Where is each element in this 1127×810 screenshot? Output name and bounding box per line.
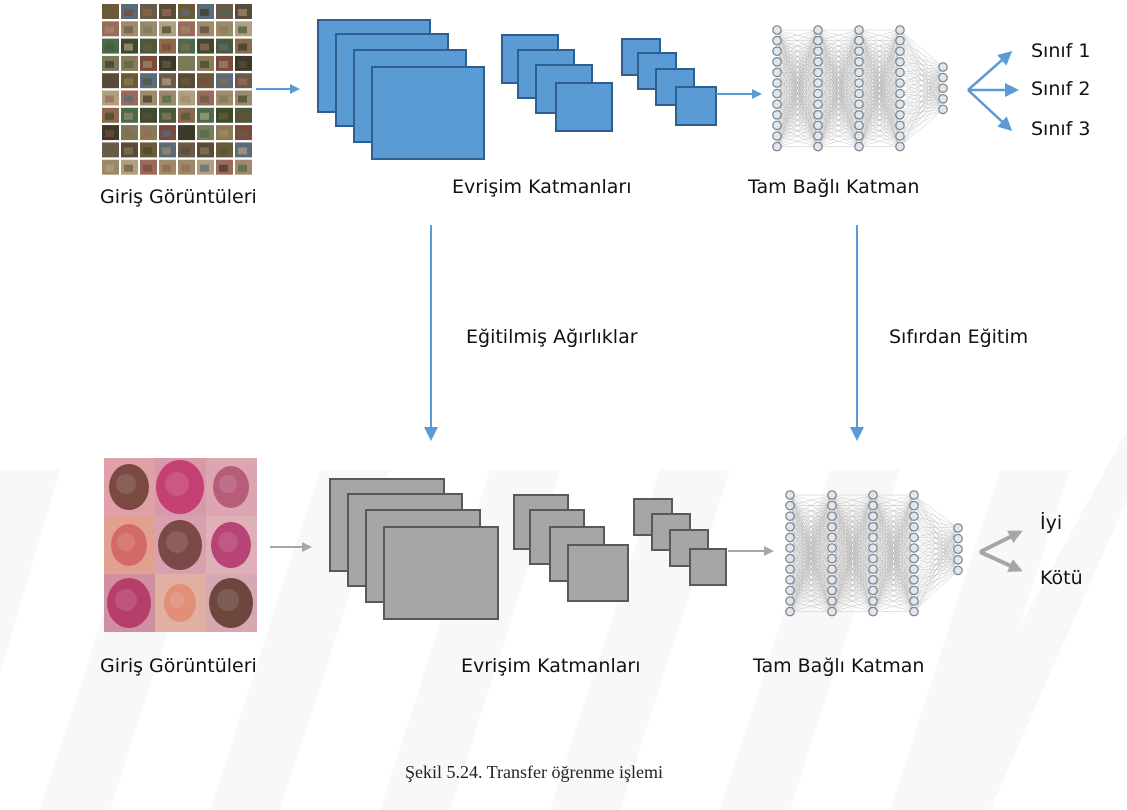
bottom-class-bad: Kötü [1040,567,1083,589]
output-arrows-gray [979,530,1023,572]
skin-lesion-mosaic [104,458,257,632]
top-input-label: Giriş Görüntüleri [100,186,257,208]
bottom-class-good: İyi [1040,512,1063,534]
top-class-2: Sınıf 2 [1031,78,1091,100]
fully-connected-net-gray [785,490,963,617]
top-fc-label: Tam Bağlı Katman [748,176,920,198]
bottom-fc-label: Tam Bağlı Katman [753,655,925,677]
top-class-1: Sınıf 1 [1031,40,1091,62]
top-conv-label: Evrişim Katmanları [452,176,632,198]
from-scratch-label: Sıfırdan Eğitim [889,326,1029,348]
bottom-input-label: Giriş Görüntüleri [100,655,257,677]
output-arrows-blue [967,51,1019,132]
input-images-mosaic [102,4,252,175]
trained-weights-label: Eğitilmiş Ağırlıklar [466,326,638,348]
top-class-3: Sınıf 3 [1031,118,1091,140]
conv-layers-blue [317,19,717,160]
bottom-conv-label: Evrişim Katmanları [461,655,641,677]
fully-connected-net-blue [772,25,948,152]
conv-layers-gray [329,478,727,620]
figure-caption: Şekil 5.24. Transfer öğrenme işlemi [405,762,663,782]
watermark [0,430,1127,810]
